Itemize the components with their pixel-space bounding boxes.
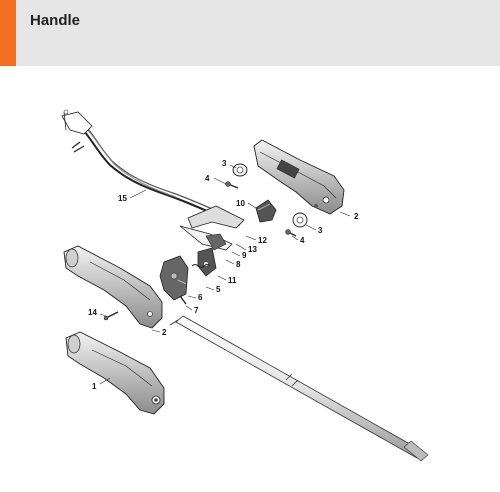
callout-15: 15 xyxy=(118,194,127,203)
callout-8: 8 xyxy=(236,260,241,269)
callout-4a: 4 xyxy=(205,174,210,183)
exploded-parts-diagram: 15 4 3 2 3 4 10 12 13 9 8 11 5 6 7 14 2 … xyxy=(61,109,429,462)
screw-housing xyxy=(103,311,119,321)
throttle-mechanism xyxy=(159,255,189,301)
callout-9: 9 xyxy=(242,251,247,260)
page-title: Handle xyxy=(30,12,81,29)
screw-lower xyxy=(285,229,297,237)
callout-5: 5 xyxy=(216,285,221,294)
spring xyxy=(191,264,211,268)
callout-4b: 4 xyxy=(300,236,305,245)
callout-10: 10 xyxy=(236,199,245,208)
handle-housing-middle xyxy=(63,245,163,329)
callout-1: 1 xyxy=(92,382,97,391)
callout-6: 6 xyxy=(198,293,203,302)
header-bar: Handle xyxy=(0,0,500,66)
callout-11: 11 xyxy=(228,276,237,285)
pin xyxy=(179,295,187,305)
callout-3a: 3 xyxy=(222,159,227,168)
handle-housing-lower xyxy=(65,331,165,415)
accent-stripe xyxy=(0,0,16,66)
leader-lines xyxy=(99,164,351,385)
callout-labels: 15 4 3 2 3 4 10 12 13 9 8 11 5 6 7 14 2 … xyxy=(88,159,359,391)
callout-2b: 2 xyxy=(162,328,167,337)
screw-upper xyxy=(225,181,239,189)
clamp-ring-upper xyxy=(232,163,248,177)
clamp-ring-lower xyxy=(292,212,308,228)
throttle-cable xyxy=(61,109,244,226)
callout-3b: 3 xyxy=(318,226,323,235)
trigger-lever xyxy=(255,199,277,223)
lock-lever xyxy=(179,205,245,251)
callout-7: 7 xyxy=(194,306,199,315)
interlock-lever xyxy=(197,247,217,277)
callout-13: 13 xyxy=(248,245,257,254)
callout-2a: 2 xyxy=(354,212,359,221)
callout-14: 14 xyxy=(88,308,97,317)
drive-tube xyxy=(169,315,429,462)
handle-housing-upper xyxy=(253,139,345,215)
callout-12: 12 xyxy=(258,236,267,245)
